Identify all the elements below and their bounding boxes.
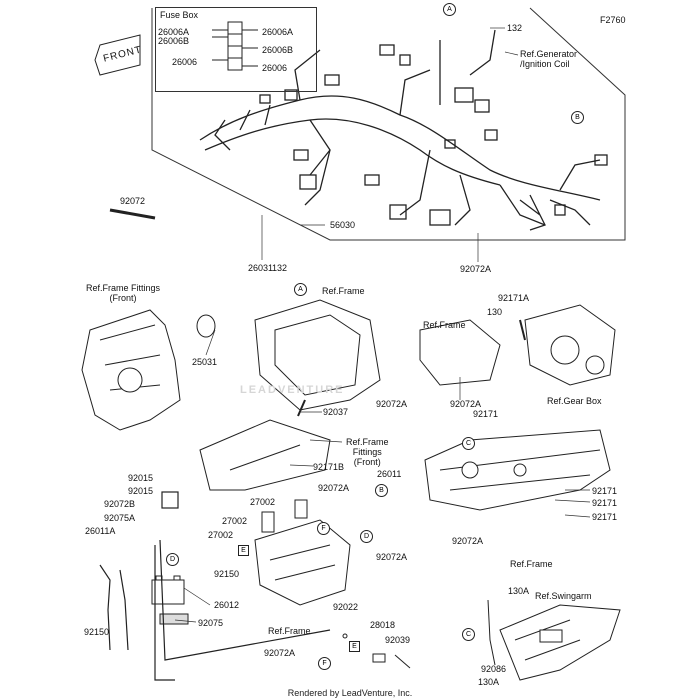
callout-92075: 92075 (198, 618, 224, 628)
callout-25031: 25031 (192, 357, 218, 367)
callout-92072A-r2: 92072A (450, 399, 482, 409)
callout-92086: 92086 (481, 664, 507, 674)
callout-26011A: 26011A (85, 526, 116, 536)
fuse-left-26006A: 26006A (158, 27, 190, 37)
marker-A-mid: A (294, 283, 307, 296)
callout-26012: 26012 (214, 600, 240, 610)
marker-F-bottom: F (318, 657, 331, 670)
callout-26031: 26031 (248, 263, 274, 273)
callout-130: 130 (487, 307, 503, 317)
callout-92072A-bottom: 92072A (264, 648, 296, 658)
callout-92072: 92072 (120, 196, 146, 206)
callout-92171B: 92171B (313, 462, 345, 472)
callout-ref-frame-lower: Ref.Frame (510, 559, 553, 569)
center-bracket (199, 299, 381, 606)
fuse-left-26006: 26006 (172, 57, 198, 67)
fuse-right-26006B: 26006B (262, 45, 294, 55)
callout-92022: 92022 (333, 602, 359, 612)
fuse-right-26006: 26006 (262, 63, 288, 73)
battery-cables (99, 491, 331, 681)
small-parts-bottom (342, 633, 411, 669)
callout-ref-frame-right: Ref.Frame (423, 320, 466, 330)
callout-ref-frame-bottom: Ref.Frame (268, 626, 311, 636)
main-frame (419, 304, 616, 511)
callout-92072B: 92072B (104, 499, 136, 509)
callout-ref-frame-fittings-front-2: Ref.Frame Fittings (Front) (346, 437, 389, 467)
marker-C-bottom: C (462, 628, 475, 641)
callout-27002-b: 27002 (222, 516, 248, 526)
callout-ref-generator: Ref.Generator /Ignition Coil (520, 49, 578, 69)
figure-code: F2760 (600, 15, 626, 25)
fuse-right-26006A: 26006A (262, 27, 294, 37)
marker-B-mid: B (375, 484, 388, 497)
leader-lines (174, 27, 591, 623)
callout-ref-frame-fittings-front: Ref.Frame Fittings (Front) (86, 283, 161, 303)
fuse-left-26006B: 26006B (158, 36, 190, 46)
callout-92037: 92037 (323, 407, 349, 417)
callout-56030: 56030 (330, 220, 356, 230)
fuse-box-title: Fuse Box (160, 10, 199, 20)
cable-tie-92072 (109, 208, 156, 220)
callout-ref-gear-box: Ref.Gear Box (547, 396, 602, 406)
watermark: LEADVENTURE (240, 384, 345, 396)
callout-132-mid: 132 (272, 263, 288, 273)
marker-B-top: B (571, 111, 584, 124)
callout-92171-c: 92171 (592, 498, 618, 508)
callout-92171-d: 92171 (592, 512, 618, 522)
marker-F-mid: F (317, 522, 330, 535)
callout-27002-c: 27002 (208, 530, 234, 540)
callout-26011: 26011 (377, 469, 402, 479)
callout-92072A-mid: 92072A (318, 483, 350, 493)
frame-fittings-front (81, 309, 216, 431)
fuse-box-fuses (212, 21, 258, 71)
callout-92150-a: 92150 (214, 569, 240, 579)
marker-D-right: D (360, 530, 373, 543)
callout-92171-a: 92171 (473, 409, 499, 419)
marker-E-bottom: E (349, 641, 360, 652)
battery-26012 (151, 575, 189, 625)
marker-E-left: E (238, 545, 249, 556)
callout-130A-b: 130A (478, 677, 500, 687)
marker-C-mid: C (462, 437, 475, 450)
callout-92150-b: 92150 (84, 627, 110, 637)
callout-28018: 28018 (370, 620, 396, 630)
callout-27002-a: 27002 (250, 497, 276, 507)
callout-92015-a: 92015 (128, 473, 154, 483)
callout-92072A-r1: 92072A (376, 399, 408, 409)
footer-credit: Rendered by LeadVenture, Inc. (287, 688, 413, 698)
callout-130A-a: 130A (508, 586, 530, 596)
callout-92072A-lower-a: 92072A (376, 552, 408, 562)
front-arrow (94, 34, 141, 76)
swingarm (487, 599, 621, 681)
harness-panel-outline (151, 7, 626, 241)
marker-D-left: D (166, 553, 179, 566)
callout-132-top: 132 (507, 23, 523, 33)
main-harness-26031 (199, 29, 608, 231)
marker-A-top: A (443, 3, 456, 16)
callout-92075A: 92075A (104, 513, 136, 523)
callout-ref-frame-mid: Ref.Frame (322, 286, 365, 296)
callout-92171-b: 92171 (592, 486, 618, 496)
callout-92072A-top: 92072A (460, 264, 492, 274)
fuse-box-frame (155, 7, 317, 92)
callout-92171A: 92171A (498, 293, 530, 303)
callout-92015-b: 92015 (128, 486, 154, 496)
callout-92072A-lower-b: 92072A (452, 536, 484, 546)
callout-92039: 92039 (385, 635, 411, 645)
callout-ref-swingarm: Ref.Swingarm (535, 591, 592, 601)
